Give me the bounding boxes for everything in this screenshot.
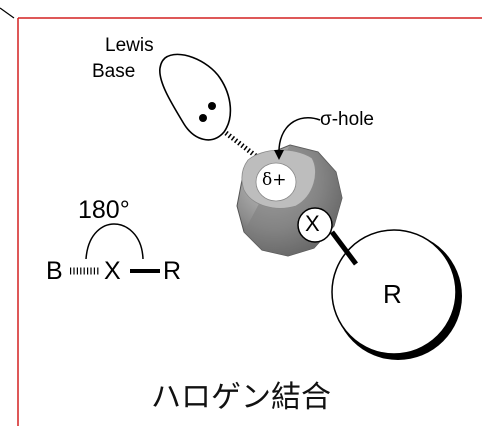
angle-label: 180° — [78, 196, 130, 224]
lewis-label-line1: Lewis — [105, 35, 154, 56]
delta-plus-label: δ+ — [262, 170, 287, 190]
lewis-label-line2: Base — [92, 61, 136, 82]
geom-r-label: R — [163, 257, 182, 285]
geom-x-label: X — [104, 257, 121, 285]
lewis-base-lobe — [159, 53, 232, 141]
lone-pair-dot — [199, 114, 207, 122]
angle-arc — [85, 223, 144, 260]
arrow-head — [274, 150, 284, 160]
corner-tick — [0, 7, 15, 19]
x-r-bond — [330, 230, 358, 266]
halogen-sphere — [236, 144, 343, 257]
caption-title: ハロゲン結合 — [151, 380, 331, 415]
halogen-x-circle — [297, 207, 333, 243]
frame-border — [17, 17, 482, 426]
lone-pair-dot — [208, 102, 216, 110]
sigma-hole-label: σ-hole — [320, 109, 374, 130]
geom-b-label: B — [46, 257, 63, 285]
sigma-hole-arrow — [278, 117, 321, 155]
r-group-circle — [331, 229, 457, 355]
halogen-x-label: X — [305, 211, 320, 236]
r-group-label: R — [383, 279, 402, 309]
